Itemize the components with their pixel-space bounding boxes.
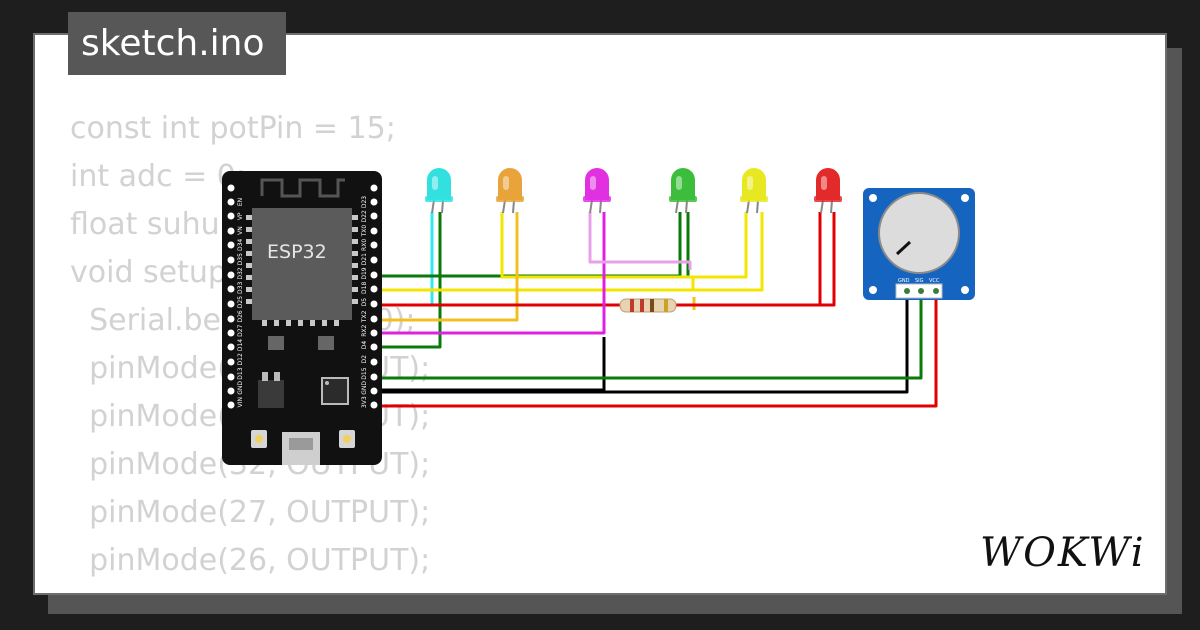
pot-pin-vcc: VCC xyxy=(929,278,940,284)
code-line: pinMode(26, OUTPUT); xyxy=(70,543,431,578)
wire-green-pot[interactable] xyxy=(375,292,923,380)
pin-label: GND xyxy=(361,381,368,395)
pin-label: D15 xyxy=(361,367,368,379)
pin-label: RX0 xyxy=(361,239,368,251)
code-line: const int potPin = 15; xyxy=(70,111,396,146)
pot-knob[interactable] xyxy=(878,192,960,274)
module-pads xyxy=(246,215,358,326)
pin-label: 3V3 xyxy=(361,396,368,408)
pin-label: D5 xyxy=(361,298,368,307)
wokwi-logo: WOKWi xyxy=(980,530,1146,576)
pin-label: TX2 xyxy=(361,310,368,323)
pin-label: D27 xyxy=(237,324,244,336)
en-button[interactable] xyxy=(339,430,355,448)
pin-label: D4 xyxy=(361,341,368,350)
pin-label: D12 xyxy=(237,353,244,365)
pin-label: D14 xyxy=(237,339,244,351)
pin-label: D23 xyxy=(361,196,368,208)
pin-label: D19 xyxy=(361,267,368,279)
pot-pin-gnd: GND xyxy=(898,278,910,284)
pin-label: VP xyxy=(237,212,244,220)
filename-label: sketch.ino xyxy=(81,23,265,64)
wire-yellow-led2[interactable] xyxy=(500,212,748,279)
pin-label: D26 xyxy=(237,310,244,322)
pin-label: TX0 xyxy=(361,225,368,238)
pot-knob-indicator xyxy=(895,240,912,256)
pin-label: GND xyxy=(237,381,244,395)
led-green[interactable] xyxy=(669,168,697,214)
pin-label: D32 xyxy=(237,267,244,279)
pot-pin-sig: SIG xyxy=(915,278,924,284)
wire-red-led2[interactable] xyxy=(694,212,836,307)
antenna-trace xyxy=(260,178,345,198)
code-line: pinMode(27, OUTPUT); xyxy=(70,495,431,530)
code-line: pinMode(14, OUTPUT); xyxy=(70,585,430,593)
led-orange[interactable] xyxy=(496,168,524,214)
led-yellow[interactable] xyxy=(740,168,768,214)
wire-black-led[interactable] xyxy=(375,337,606,392)
filename-tab[interactable]: sketch.ino xyxy=(68,12,286,75)
wifi-module xyxy=(252,208,352,320)
pin-label: D33 xyxy=(237,281,244,293)
left-pin-header xyxy=(227,184,235,409)
right-pin-header xyxy=(370,184,378,409)
wire-red-pot[interactable] xyxy=(375,292,938,408)
pin-label: VN xyxy=(237,226,244,235)
pin-label: D34 xyxy=(237,239,244,251)
code-line: int adc = 0; xyxy=(70,159,246,194)
wire-yellow-bus[interactable] xyxy=(375,212,764,292)
led-cyan[interactable] xyxy=(425,168,453,214)
boot-button[interactable] xyxy=(251,430,267,448)
resistor[interactable] xyxy=(619,298,677,313)
esp32-board[interactable]: ESP32 xyxy=(222,171,382,465)
right-pin-labels: D23D22TX0RX0D21D19D18D5TX2RX2D4D2D15GND3… xyxy=(361,196,368,408)
voltage-regulator xyxy=(258,380,284,408)
pin-label: RX2 xyxy=(361,324,368,336)
board-label: ESP32 xyxy=(267,241,327,263)
pin-label: D2 xyxy=(361,355,368,364)
led-magenta[interactable] xyxy=(583,168,611,214)
wire-pink[interactable] xyxy=(588,212,692,270)
led-red[interactable] xyxy=(814,168,842,214)
pin-label: EN xyxy=(237,198,244,206)
preview-card: const int potPin = 15;int adc = 0;float … xyxy=(33,33,1167,595)
pin-label: D21 xyxy=(361,253,368,265)
pin-label: D22 xyxy=(361,210,368,222)
wire-black-pot[interactable] xyxy=(375,292,909,394)
pin-label: D35 xyxy=(237,253,244,265)
potentiometer[interactable]: GND SIG VCC xyxy=(863,188,975,300)
led-row xyxy=(425,168,842,214)
pin-label: D25 xyxy=(237,296,244,308)
pin-label: D13 xyxy=(237,367,244,379)
pin-label: VIN xyxy=(237,397,244,407)
pin-label: D18 xyxy=(361,281,368,293)
